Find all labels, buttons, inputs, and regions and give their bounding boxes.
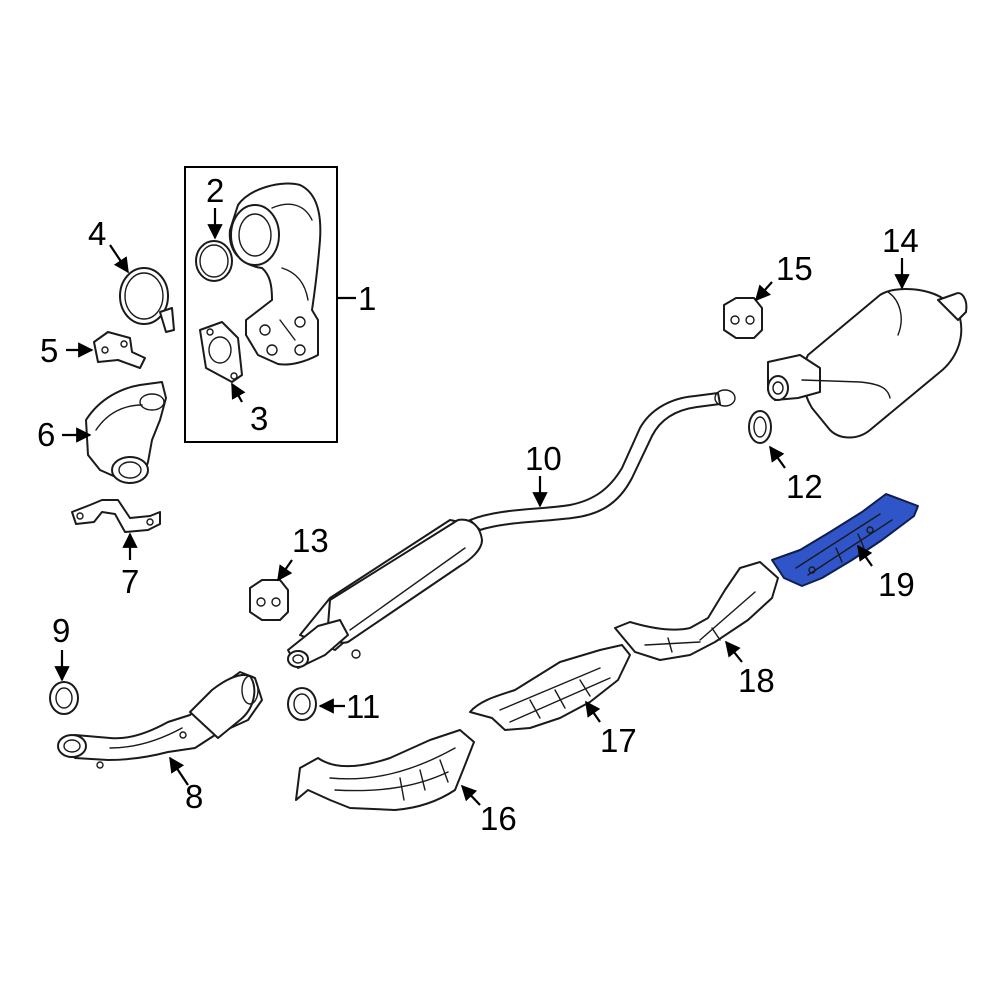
callout-11: 11 — [346, 688, 380, 725]
part-7-hanger-bracket[interactable] — [71, 499, 161, 533]
callout-8: 8 — [185, 778, 203, 815]
part-15-rubber-hanger[interactable] — [723, 297, 763, 339]
callout-5: 5 — [40, 332, 58, 369]
part-18-heat-shield-rear[interactable] — [614, 561, 779, 661]
part-4-exhaust-clamp[interactable] — [119, 267, 175, 333]
part-5-bracket[interactable] — [93, 331, 146, 369]
part-2-gasket-ring[interactable] — [195, 240, 233, 282]
part-11-gasket[interactable] — [287, 687, 317, 721]
part-10-intermediate-pipe[interactable] — [287, 389, 736, 669]
part-3-flange-gasket[interactable] — [199, 321, 243, 383]
callout-2: 2 — [206, 172, 224, 209]
callout-3: 3 — [250, 400, 268, 437]
callout-13: 13 — [292, 522, 329, 559]
callout-19: 19 — [878, 566, 915, 603]
callout-6: 6 — [37, 416, 55, 453]
catalytic-converter-group-frame — [184, 166, 338, 443]
callout-4: 4 — [88, 215, 106, 252]
callout-18: 18 — [738, 662, 775, 699]
part-8-front-pipe[interactable] — [57, 671, 263, 769]
callout-12: 12 — [786, 468, 823, 505]
callout-9: 9 — [52, 612, 70, 649]
part-1-catalytic-converter[interactable] — [228, 182, 322, 366]
part-16-heat-shield-front[interactable] — [295, 729, 475, 811]
callout-1: 1 — [358, 280, 376, 317]
part-19-heat-shield-highlighted[interactable] — [771, 493, 919, 587]
callout-17: 17 — [600, 722, 637, 759]
callout-7: 7 — [121, 563, 139, 600]
part-17-heat-shield-center[interactable] — [469, 644, 631, 731]
callout-15: 15 — [776, 250, 813, 287]
callout-16: 16 — [480, 800, 517, 837]
callout-14: 14 — [882, 222, 919, 259]
callout-10: 10 — [525, 440, 562, 477]
part-12-gasket[interactable] — [748, 410, 772, 444]
part-6-heat-shield[interactable] — [85, 381, 167, 484]
part-13-rubber-hanger[interactable] — [249, 579, 289, 621]
part-9-gasket[interactable] — [49, 681, 79, 715]
part-14-muffler[interactable] — [767, 288, 968, 439]
